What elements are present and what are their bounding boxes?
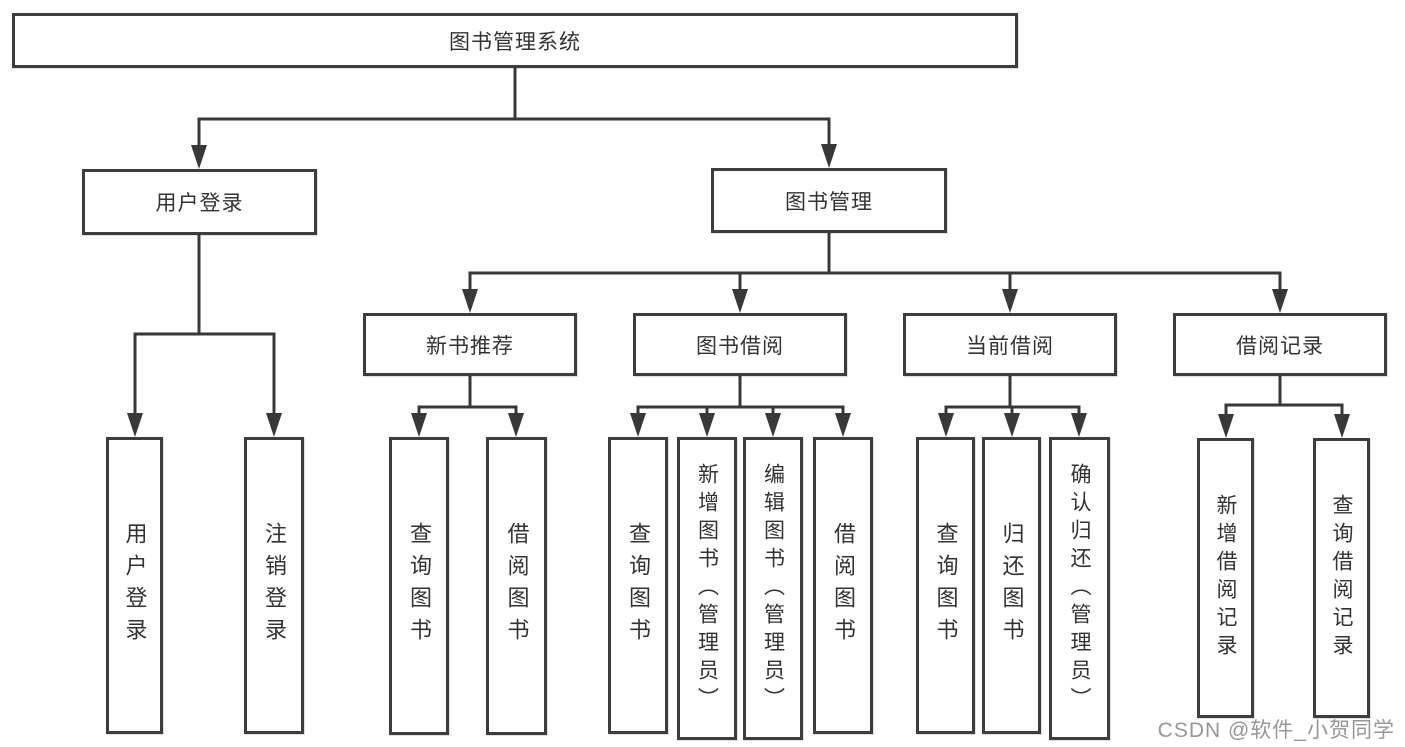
node-new-book-recommend: 新书推荐 [363,313,577,376]
leaf-label: 查询图书 [407,522,432,650]
leaf-edit-book-admin: 编辑图书（管理员） [743,437,803,740]
node-book-borrow: 图书借阅 [633,313,847,376]
leaf-label: 查询图书 [626,521,651,650]
leaf-user-login: 用户登录 [106,437,163,734]
leaf-return-book: 归还图书 [982,437,1041,734]
node-label: 新书推荐 [426,334,514,358]
leaf-query-borrow-record: 查询借阅记录 [1313,438,1370,718]
leaf-add-borrow-record: 新增借阅记录 [1197,438,1254,718]
node-label: 图书借阅 [696,334,784,358]
leaf-borrow-books-borrow: 借阅图书 [813,437,873,734]
leaf-label: 注销登录 [262,521,287,650]
leaf-label: 编辑图书（管理员） [761,462,785,715]
node-library-management-system: 图书管理系统 [12,13,1018,68]
node-borrow-records: 借阅记录 [1173,313,1387,376]
node-label: 借阅记录 [1236,334,1324,358]
leaf-query-books-borrow: 查询图书 [608,437,668,734]
leaf-label: 借阅图书 [504,522,530,650]
leaf-label: 确认归还（管理员） [1068,462,1091,715]
node-label: 图书管理系统 [449,30,581,54]
leaf-query-books-current: 查询图书 [916,437,975,734]
leaf-query-books-recommend: 查询图书 [389,437,449,735]
node-label: 用户登录 [155,192,244,215]
leaf-add-book-admin: 新增图书（管理员） [677,437,737,740]
node-user-login: 用户登录 [82,169,317,235]
leaf-label: 查询借阅记录 [1330,494,1353,662]
watermark-text: CSDN @软件_小贺同学 [1157,719,1395,742]
leaf-logout: 注销登录 [244,437,304,734]
node-current-borrow: 当前借阅 [903,313,1117,376]
leaf-label: 借阅图书 [831,521,856,650]
arrowheads [127,144,1350,438]
leaf-label: 用户登录 [122,521,148,650]
leaf-label: 归还图书 [999,521,1025,650]
leaf-label: 查询图书 [933,521,959,650]
leaf-label: 新增借阅记录 [1214,494,1237,662]
node-book-management: 图书管理 [711,168,947,233]
node-label: 当前借阅 [966,334,1054,358]
node-label: 图书管理 [785,190,873,214]
leaf-label: 新增图书（管理员） [695,462,719,715]
leaf-borrow-books-recommend: 借阅图书 [486,437,547,735]
leaf-confirm-return-admin: 确认归还（管理员） [1049,437,1110,740]
